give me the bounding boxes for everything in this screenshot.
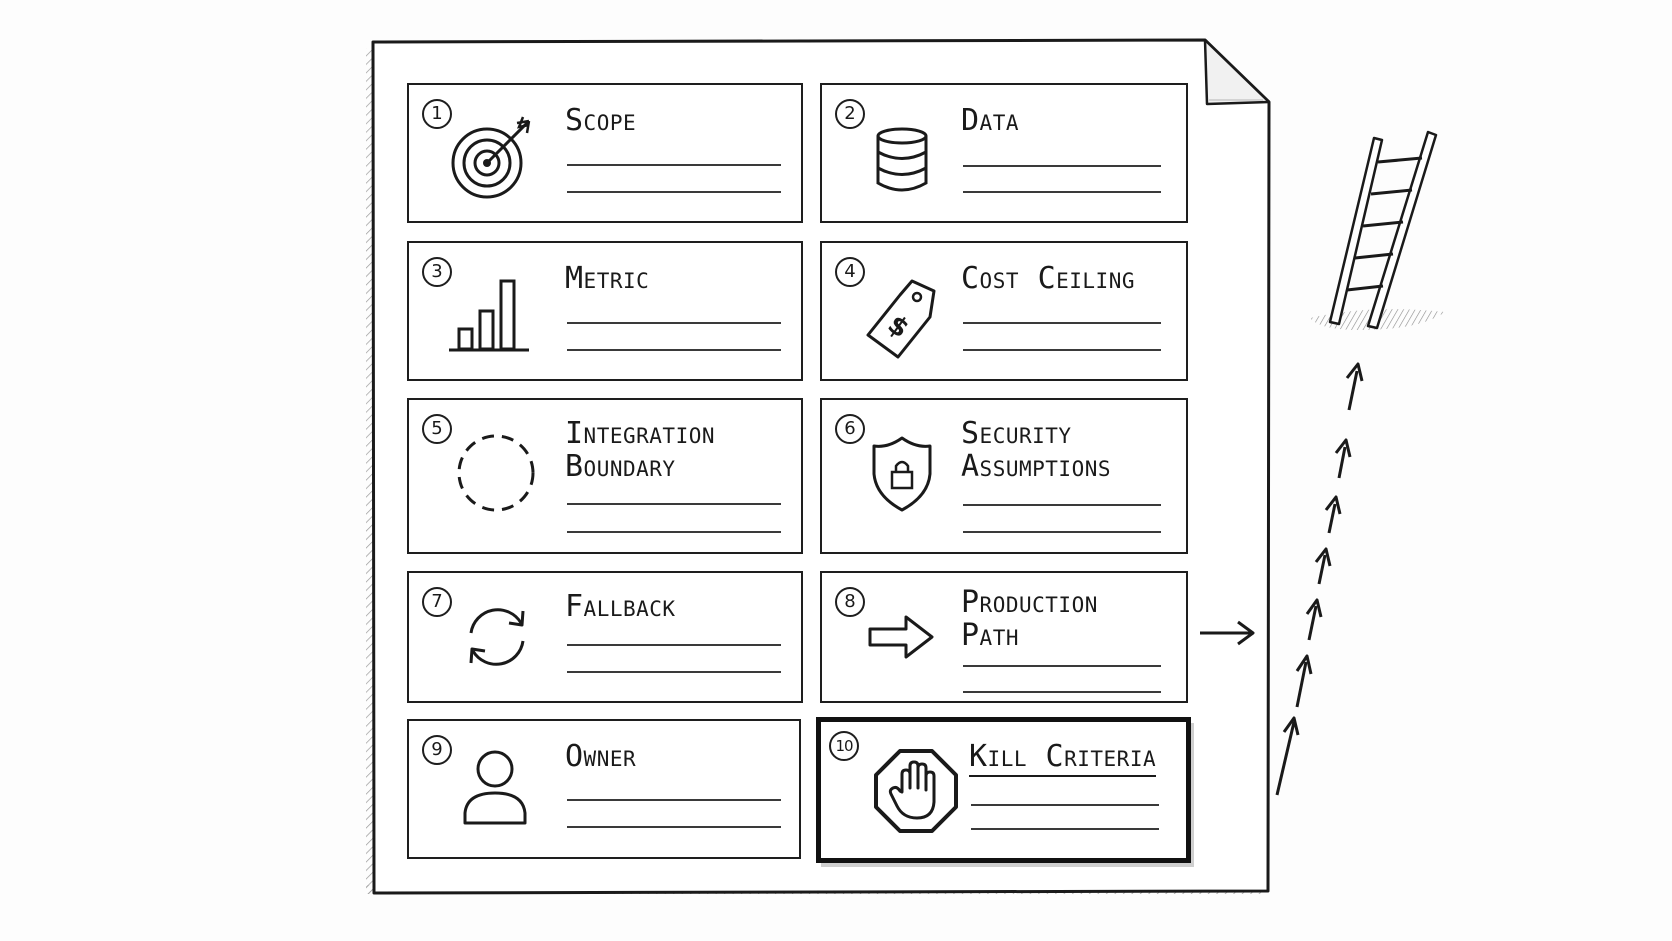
step-number-badge: 2 [835, 99, 865, 129]
blank-line [567, 531, 781, 533]
blank-line [567, 826, 781, 828]
checklist-card-kill-criteria: 10 Kill Criteria [816, 717, 1191, 863]
checklist-card-production-path: 8 Production Path [820, 571, 1188, 703]
blank-line [567, 349, 781, 351]
bar-chart-icon [449, 279, 529, 352]
step-number-badge: 4 [835, 257, 865, 287]
card-title: Metric [565, 262, 649, 295]
card-title-line: Scope [565, 103, 637, 138]
card-title: Fallback [565, 590, 676, 623]
step-number-badge: 8 [835, 587, 865, 617]
dashed-circle-icon [457, 434, 535, 512]
card-title: Data [961, 104, 1019, 137]
blank-line [567, 503, 781, 505]
card-title-line: Cost [961, 261, 1019, 296]
step-number-badge: 10 [829, 731, 859, 761]
step-number-badge: 1 [422, 99, 452, 129]
step-number-badge: 6 [835, 414, 865, 444]
card-title-line: Owner [565, 739, 637, 774]
card-title-line: Path [961, 618, 1019, 653]
card-title: Production Path [961, 586, 1098, 652]
card-title-line: Ceiling [1037, 261, 1135, 296]
card-title-line: Fallback [565, 589, 676, 624]
blank-line [963, 349, 1161, 351]
stop-hand-icon [874, 749, 958, 833]
card-title-line: Boundary [565, 449, 676, 484]
blank-line [567, 164, 781, 166]
checklist-card-scope: 1 Scope [407, 83, 803, 223]
card-title-line: Kill Criteria [969, 740, 1157, 777]
checklist-card-fallback: 7 Fallback [407, 571, 803, 703]
card-title-line: Data [961, 103, 1019, 138]
card-title-line: Integration [565, 416, 715, 451]
checklist-card-owner: 9 Owner [407, 719, 801, 859]
card-title: Security Assumptions [961, 417, 1111, 483]
blank-line [971, 828, 1159, 830]
target-arrow-icon [451, 116, 531, 199]
card-title-line: Production [961, 585, 1098, 620]
card-title-line: Assumptions [961, 449, 1111, 484]
ladder-icon [1310, 130, 1445, 330]
blank-line [963, 531, 1161, 533]
blank-line [963, 665, 1161, 667]
card-title: Scope [565, 104, 636, 137]
card-title: Cost Ceiling [961, 262, 1135, 295]
blank-line [963, 165, 1161, 167]
card-title-line: Metric [565, 261, 650, 296]
dashed-arrow-path-icon [1275, 362, 1364, 796]
blank-line [963, 691, 1161, 693]
checklist-card-security-assumptions: 6 Security Assumptions [820, 398, 1188, 554]
step-number-badge: 9 [422, 735, 452, 765]
person-icon [463, 750, 527, 825]
card-title-line: Security [961, 416, 1072, 451]
blank-line [567, 799, 781, 801]
blank-line [567, 671, 781, 673]
blank-line [963, 504, 1161, 506]
step-number-badge: 3 [422, 257, 452, 287]
step-number-badge: 7 [422, 587, 452, 617]
blank-line [963, 191, 1161, 193]
blank-line [567, 191, 781, 193]
checklist-card-data: 2 Data [820, 83, 1188, 223]
shield-lock-icon [872, 436, 932, 512]
right-arrow-icon [868, 615, 934, 659]
checklist-card-cost-ceiling: 4 $ Cost Ceiling [820, 241, 1188, 381]
blank-line [567, 322, 781, 324]
blank-line [567, 644, 781, 646]
card-title: Integration Boundary [565, 417, 715, 483]
checklist-card-metric: 3 Metric [407, 241, 803, 381]
checklist-card-integration-boundary: 5 Integration Boundary [407, 398, 803, 554]
blank-line [971, 804, 1159, 806]
refresh-arrows-icon [469, 608, 525, 666]
price-tag-icon: $ [866, 279, 936, 359]
step-number-badge: 5 [422, 414, 452, 444]
database-icon [876, 127, 928, 192]
card-title: Owner [565, 740, 636, 773]
blank-line [963, 322, 1161, 324]
svg-text:$: $ [882, 310, 914, 345]
card-title: Kill Criteria [969, 740, 1157, 777]
